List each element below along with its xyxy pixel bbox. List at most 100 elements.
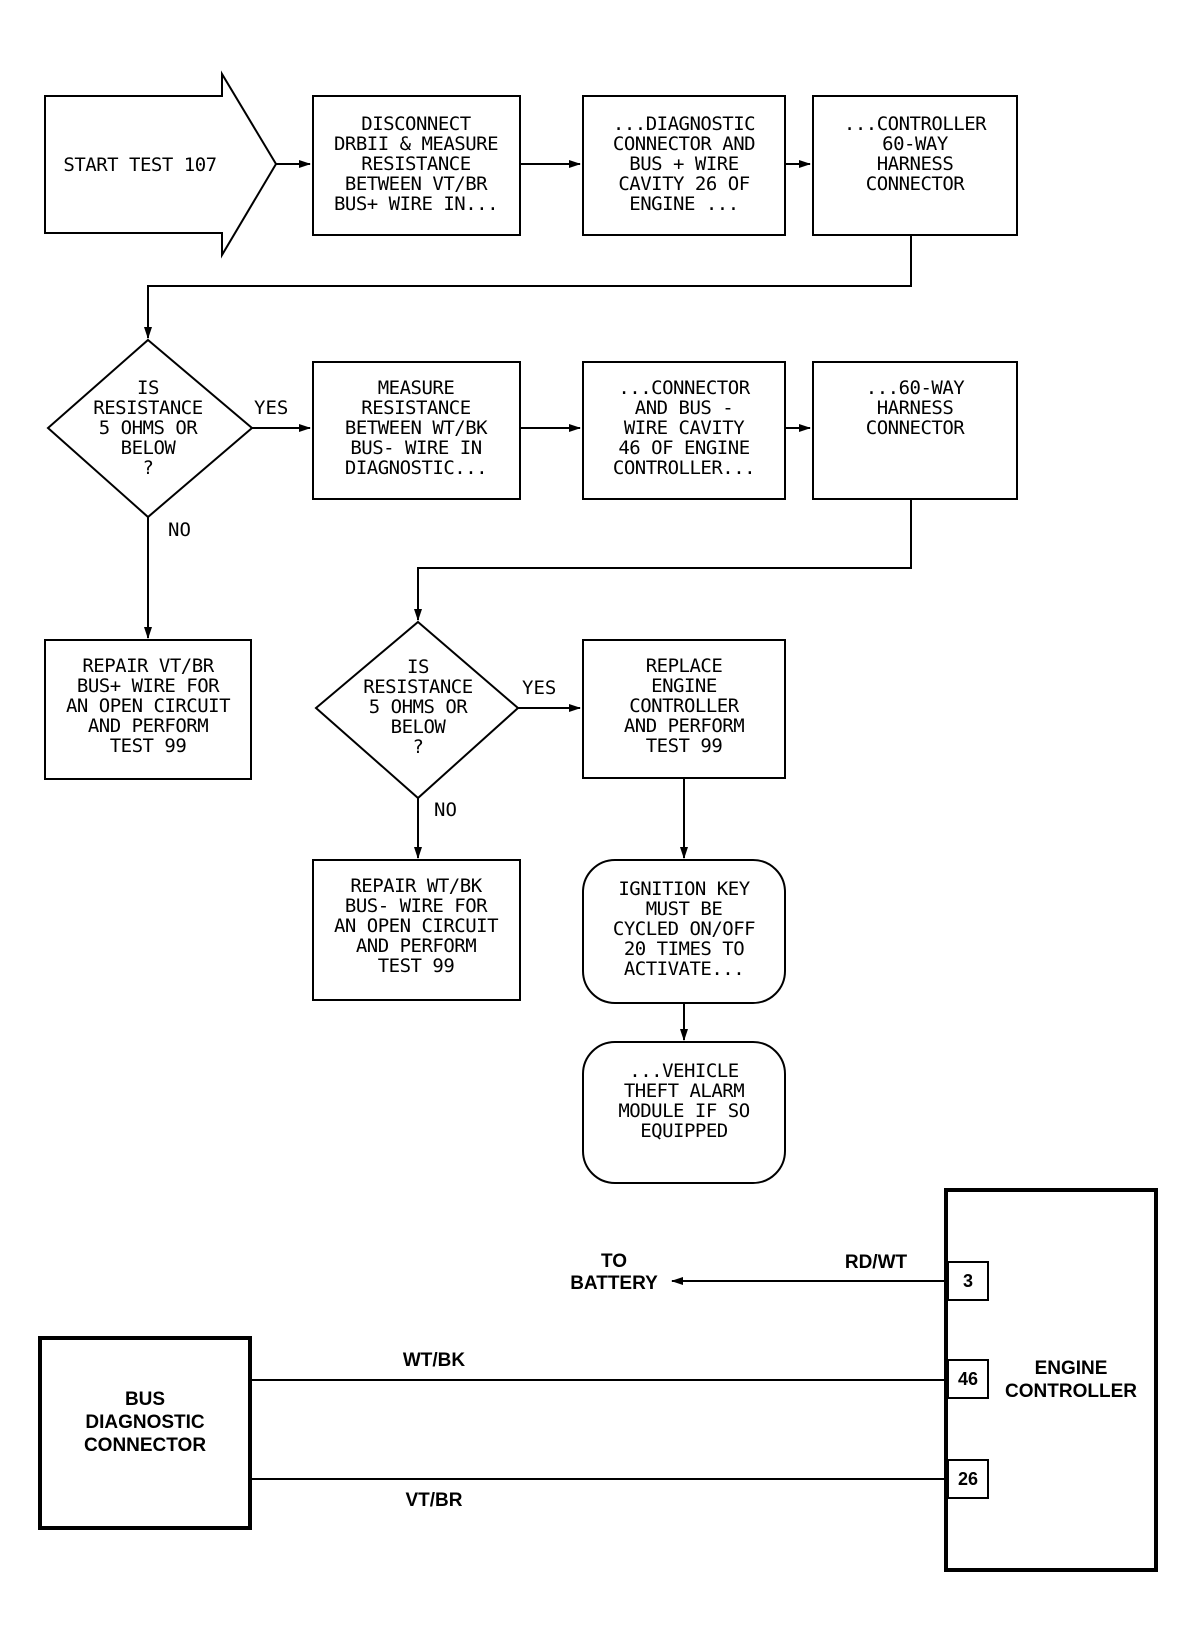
svg-text:BETWEEN VT/BR: BETWEEN VT/BR <box>345 173 488 195</box>
svg-text:BUS + WIRE: BUS + WIRE <box>629 153 738 175</box>
svg-text:46: 46 <box>958 1369 978 1389</box>
svg-text:IS: IS <box>137 377 159 399</box>
svg-text:AND BUS -: AND BUS - <box>635 397 733 419</box>
svg-text:AN OPEN CIRCUIT: AN OPEN CIRCUIT <box>66 695 230 717</box>
to-battery-label: TO <box>601 1251 627 1272</box>
svg-text:BUS- WIRE IN: BUS- WIRE IN <box>350 437 481 459</box>
step-3-box: ...CONTROLLER 60-WAY HARNESS CONNECTOR <box>812 95 1018 236</box>
svg-text:HARNESS: HARNESS <box>877 153 954 175</box>
svg-text:CONTROLLER...: CONTROLLER... <box>613 457 755 479</box>
svg-text:RESISTANCE: RESISTANCE <box>93 397 202 419</box>
svg-text:REPAIR VT/BR: REPAIR VT/BR <box>82 655 214 677</box>
wire-label-vt-br: VT/BR <box>406 1490 463 1511</box>
svg-text:IGNITION KEY: IGNITION KEY <box>618 878 750 900</box>
svg-text:BUS+ WIRE IN...: BUS+ WIRE IN... <box>334 193 498 215</box>
pin-3 <box>947 1261 989 1301</box>
svg-text:REPLACE: REPLACE <box>646 655 723 677</box>
step-1-box: DISCONNECT DRBII & MEASURE RESISTANCE BE… <box>312 95 521 236</box>
svg-text:BETWEEN WT/BK: BETWEEN WT/BK <box>345 417 488 439</box>
replace-controller-box: REPLACE ENGINE CONTROLLER AND PERFORM TE… <box>582 639 786 779</box>
svg-text:60-WAY: 60-WAY <box>882 133 949 155</box>
svg-text:BELOW: BELOW <box>391 716 447 738</box>
svg-text:HARNESS: HARNESS <box>877 397 954 419</box>
pin-26 <box>947 1459 989 1499</box>
svg-text:BELOW: BELOW <box>121 437 177 459</box>
wiring-section: ENGINE CONTROLLER 3 46 26 TO BATTERY RD/… <box>38 1188 1158 1572</box>
bus-diagnostic-connector-box <box>38 1336 252 1530</box>
step-5-box: ...CONNECTOR AND BUS - WIRE CAVITY 46 OF… <box>582 361 786 500</box>
svg-text:TEST 99: TEST 99 <box>378 955 455 977</box>
start-node: START TEST 107 <box>44 70 278 259</box>
flow-connectors <box>144 160 912 1041</box>
svg-text:20 TIMES TO: 20 TIMES TO <box>624 938 744 960</box>
svg-text:CONTROLLER: CONTROLLER <box>629 695 739 717</box>
note-1-box: IGNITION KEY MUST BE CYCLED ON/OFF 20 TI… <box>582 859 786 1004</box>
svg-text:RESISTANCE: RESISTANCE <box>361 153 470 175</box>
decision-2-no-label: NO <box>434 799 457 821</box>
svg-text:REPAIR WT/BK: REPAIR WT/BK <box>350 875 482 897</box>
svg-text:...DIAGNOSTIC: ...DIAGNOSTIC <box>613 113 755 135</box>
svg-text:AND PERFORM: AND PERFORM <box>88 715 208 737</box>
svg-text:26: 26 <box>958 1469 978 1489</box>
step-6-box: ...60-WAY HARNESS CONNECTOR <box>812 361 1018 500</box>
svg-text:DIAGNOSTIC: DIAGNOSTIC <box>85 1412 205 1433</box>
svg-text:ACTIVATE...: ACTIVATE... <box>624 958 744 980</box>
svg-text:DRBII & MEASURE: DRBII & MEASURE <box>334 133 498 155</box>
svg-text:46 OF ENGINE: 46 OF ENGINE <box>618 437 749 459</box>
step-2-box: ...DIAGNOSTIC CONNECTOR AND BUS + WIRE C… <box>582 95 786 236</box>
svg-text:BUS+ WIRE FOR: BUS+ WIRE FOR <box>77 675 220 697</box>
svg-text:DIAGNOSTIC...: DIAGNOSTIC... <box>345 457 487 479</box>
bus-connector-label: BUS <box>125 1389 165 1410</box>
svg-text:TEST 99: TEST 99 <box>110 735 187 757</box>
wire-label-rd-wt: RD/WT <box>845 1252 908 1273</box>
decision-2: IS RESISTANCE 5 OHMS OR BELOW ? YES NO <box>314 620 556 821</box>
start-label: START TEST 107 <box>63 154 216 176</box>
svg-text:...VEHICLE: ...VEHICLE <box>629 1060 738 1082</box>
svg-text:ENGINE: ENGINE <box>651 675 717 697</box>
wire-label-wt-bk: WT/BK <box>403 1350 466 1371</box>
svg-text:CAVITY 26 OF: CAVITY 26 OF <box>618 173 749 195</box>
svg-text:CONTROLLER: CONTROLLER <box>1005 1381 1137 1402</box>
svg-text:ENGINE ...: ENGINE ... <box>629 193 738 215</box>
repair-1-box: REPAIR VT/BR BUS+ WIRE FOR AN OPEN CIRCU… <box>44 639 252 780</box>
step-4-box: MEASURE RESISTANCE BETWEEN WT/BK BUS- WI… <box>312 361 521 500</box>
decision-1-yes-label: YES <box>254 397 288 419</box>
svg-text:?: ? <box>413 736 424 758</box>
svg-text:IS: IS <box>407 656 429 678</box>
svg-text:CONNECTOR: CONNECTOR <box>84 1435 206 1456</box>
svg-text:CYCLED ON/OFF: CYCLED ON/OFF <box>613 918 755 940</box>
svg-text:...CONNECTOR: ...CONNECTOR <box>618 377 750 399</box>
svg-text:BATTERY: BATTERY <box>570 1273 658 1294</box>
svg-text:...CONTROLLER: ...CONTROLLER <box>844 113 987 135</box>
note-2-box: ...VEHICLE THEFT ALARM MODULE IF SO EQUI… <box>582 1041 786 1184</box>
svg-text:MODULE IF SO: MODULE IF SO <box>618 1100 749 1122</box>
svg-text:AND PERFORM: AND PERFORM <box>356 935 476 957</box>
svg-text:BUS- WIRE FOR: BUS- WIRE FOR <box>345 895 488 917</box>
svg-text:EQUIPPED: EQUIPPED <box>640 1120 728 1142</box>
svg-text:AN OPEN CIRCUIT: AN OPEN CIRCUIT <box>334 915 498 937</box>
svg-text:THEFT ALARM: THEFT ALARM <box>624 1080 744 1102</box>
svg-text:WIRE CAVITY: WIRE CAVITY <box>624 417 745 439</box>
svg-text:CONNECTOR: CONNECTOR <box>866 173 966 195</box>
repair-2-box: REPAIR WT/BK BUS- WIRE FOR AN OPEN CIRCU… <box>312 859 521 1001</box>
svg-text:CONNECTOR: CONNECTOR <box>866 417 966 439</box>
decision-2-yes-label: YES <box>522 677 556 699</box>
svg-text:AND PERFORM: AND PERFORM <box>624 715 744 737</box>
svg-text:...60-WAY: ...60-WAY <box>866 377 966 399</box>
svg-text:MUST BE: MUST BE <box>646 898 723 920</box>
svg-text:DISCONNECT: DISCONNECT <box>361 113 470 135</box>
pin-46 <box>947 1359 989 1399</box>
engine-controller-label: ENGINE <box>1035 1358 1108 1379</box>
decision-1: IS RESISTANCE 5 OHMS OR BELOW ? YES NO <box>46 338 288 541</box>
svg-text:MEASURE: MEASURE <box>378 377 455 399</box>
svg-text:RESISTANCE: RESISTANCE <box>363 676 472 698</box>
svg-text:5 OHMS OR: 5 OHMS OR <box>369 696 469 718</box>
svg-text:RESISTANCE: RESISTANCE <box>361 397 470 419</box>
svg-text:?: ? <box>143 457 154 479</box>
svg-text:3: 3 <box>963 1271 973 1291</box>
decision-1-no-label: NO <box>168 519 191 541</box>
svg-text:CONNECTOR AND: CONNECTOR AND <box>613 133 755 155</box>
svg-text:TEST 99: TEST 99 <box>646 735 723 757</box>
svg-text:5 OHMS OR: 5 OHMS OR <box>99 417 199 439</box>
